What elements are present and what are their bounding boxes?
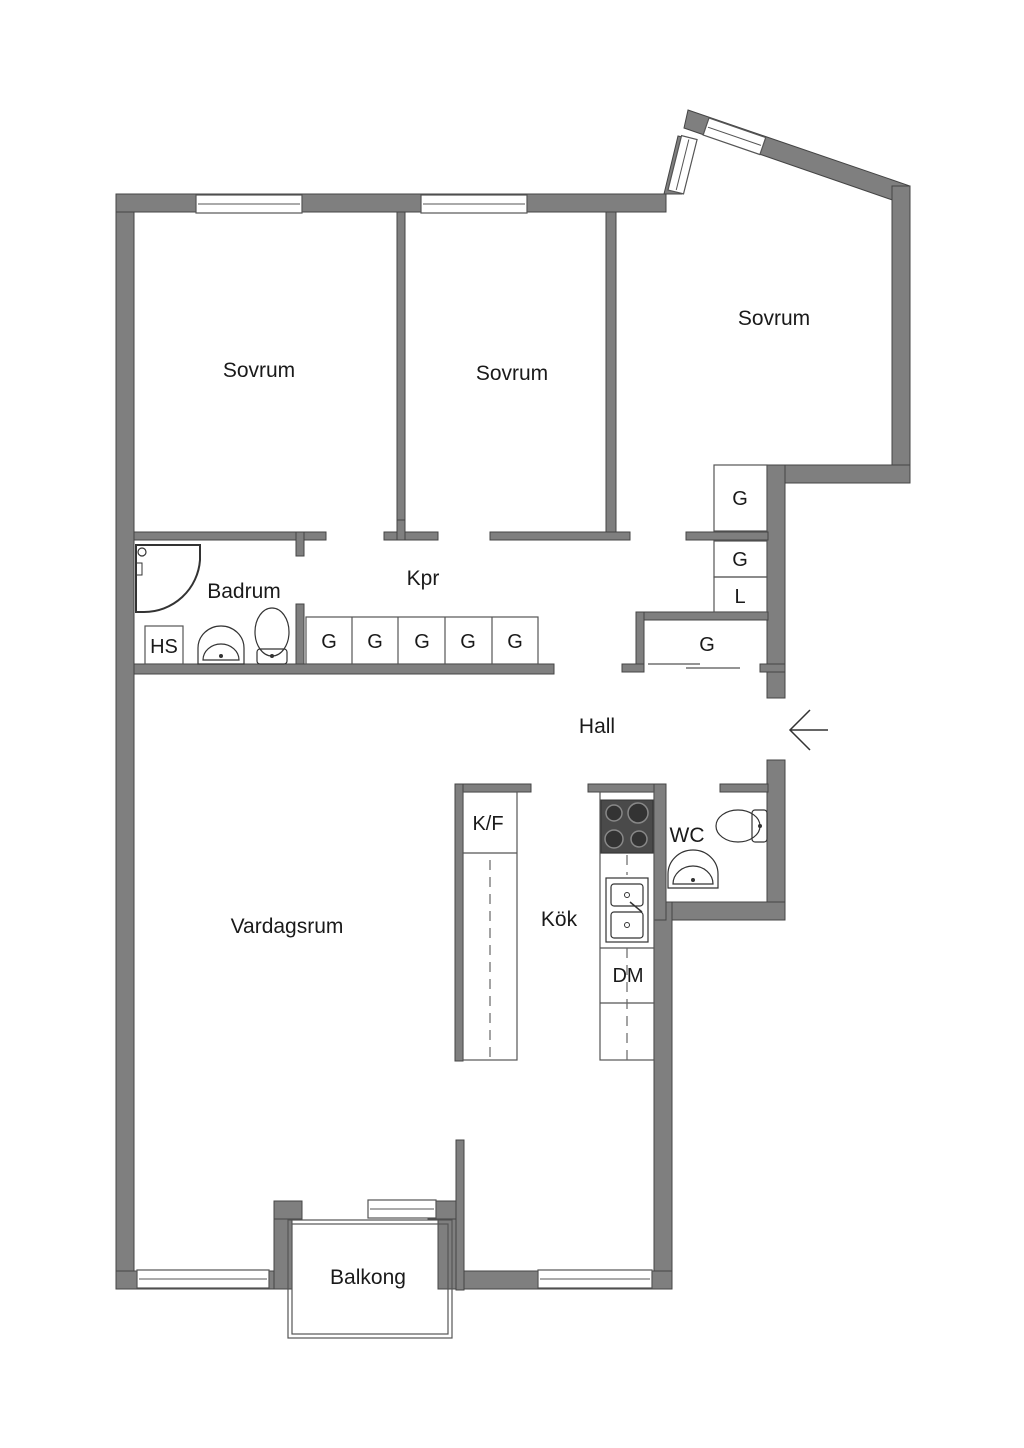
balcony-railing <box>287 1219 453 1339</box>
hall-wardrobe-doors <box>648 663 740 669</box>
outer-walls <box>115 109 911 1291</box>
window-bedroom-1 <box>195 194 303 214</box>
stove-icon <box>600 799 654 854</box>
room-labels: Sovrum Sovrum Sovrum Badrum Kpr Hall Var… <box>207 307 810 1289</box>
window-bedroom-2 <box>420 194 528 214</box>
wc-sink-icon <box>667 849 719 889</box>
linen-closet-label: L <box>734 586 745 608</box>
kitchen-sink-icon <box>605 877 649 943</box>
window-living-left <box>136 1269 270 1289</box>
hall-wardrobe-label: G <box>699 634 715 656</box>
shower-icon <box>135 544 201 614</box>
wardrobe-label: G <box>367 631 383 653</box>
label-hall: Hall <box>579 715 615 738</box>
interior-walls <box>133 211 786 1062</box>
bathroom-toilet-icon <box>254 607 290 665</box>
wardrobe-label: G <box>321 631 337 653</box>
entrance-arrow-icon <box>788 709 828 751</box>
window-bay-top <box>702 117 767 156</box>
wardrobe-label: G <box>414 631 430 653</box>
bedroom3-closets <box>713 464 768 613</box>
label-bedroom-2: Sovrum <box>476 362 548 385</box>
label-bathroom: Badrum <box>207 580 281 603</box>
fridge-freezer-label: K/F <box>472 813 503 835</box>
wardrobe-bedroom3-b-label: G <box>732 549 748 571</box>
label-closet-room: Kpr <box>407 567 440 590</box>
label-balcony: Balkong <box>330 1266 406 1289</box>
bathroom-sink-icon <box>197 625 245 665</box>
label-living-room: Vardagsrum <box>231 915 344 938</box>
wardrobe-row <box>305 616 539 665</box>
washer-label: HS <box>150 636 178 658</box>
wardrobe-label: G <box>507 631 523 653</box>
fixture-labels: G G G G G G G L G HS K/F DM <box>150 488 748 987</box>
wc-toilet-icon <box>715 809 768 843</box>
window-living-right <box>537 1269 653 1289</box>
label-bedroom-1: Sovrum <box>223 359 295 382</box>
windows <box>136 117 767 1289</box>
wardrobe-label: G <box>460 631 476 653</box>
label-kitchen: Kök <box>541 908 578 931</box>
wardrobe-bedroom3-a-label: G <box>732 488 748 510</box>
kitchen-left-counter <box>462 791 518 1061</box>
washer-box <box>144 625 184 665</box>
window-balcony-door <box>367 1199 437 1219</box>
label-bedroom-3: Sovrum <box>738 307 810 330</box>
dishwasher-label: DM <box>612 965 643 987</box>
window-bay-left <box>667 134 698 195</box>
label-wc: WC <box>670 824 705 847</box>
